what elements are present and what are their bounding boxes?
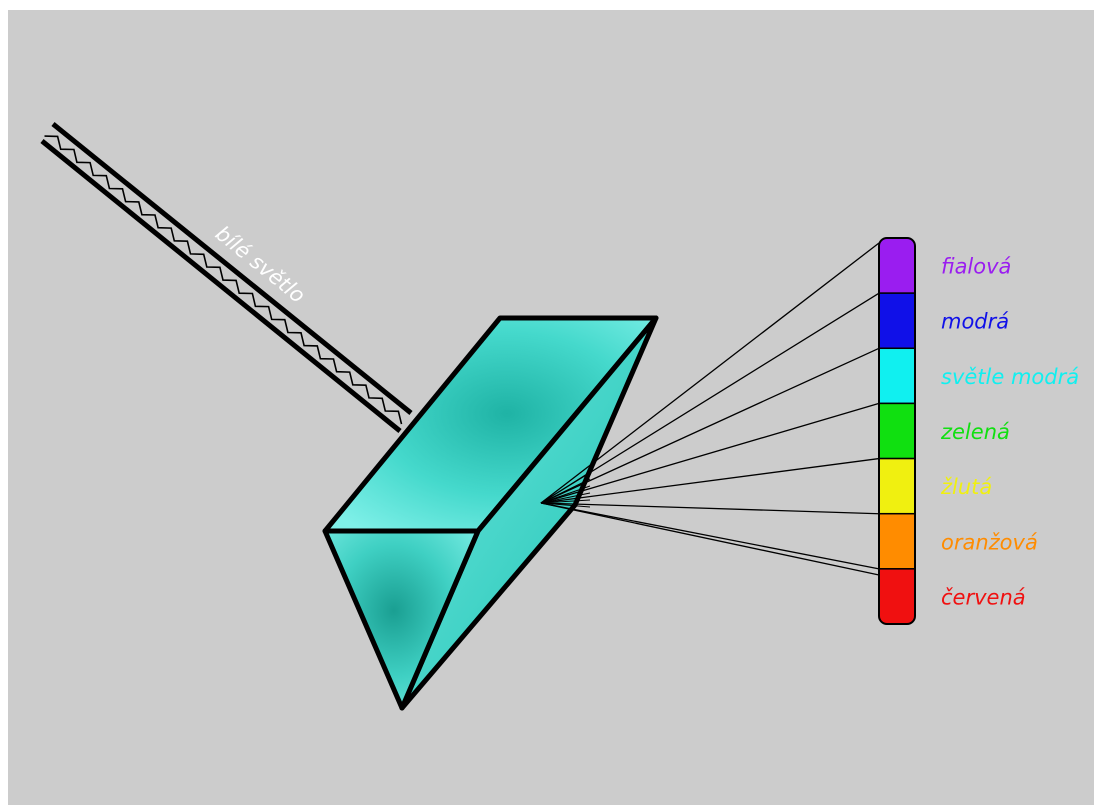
spectrum-segment-5 [879,514,915,569]
spectrum-segment-2 [879,348,915,403]
spectrum-label-0: fialová [941,255,1011,279]
spectrum-label-6: červená [941,585,1026,609]
spectrum-segment-1 [879,293,915,348]
spectrum-label-3: zelená [940,420,1010,444]
spectrum-label-2: světle modrá [941,365,1079,389]
spectrum-segments [879,238,915,624]
spectrum-bar [879,238,915,624]
spectrum-segment-3 [879,403,915,458]
spectrum-label-5: oranžová [941,530,1038,554]
spectrum-segment-6 [879,569,915,624]
spectrum-label-4: žlutá [940,475,992,499]
spectrum-segment-4 [879,459,915,514]
spectrum-segment-0 [879,238,915,293]
spectrum-label-1: modrá [941,310,1009,334]
